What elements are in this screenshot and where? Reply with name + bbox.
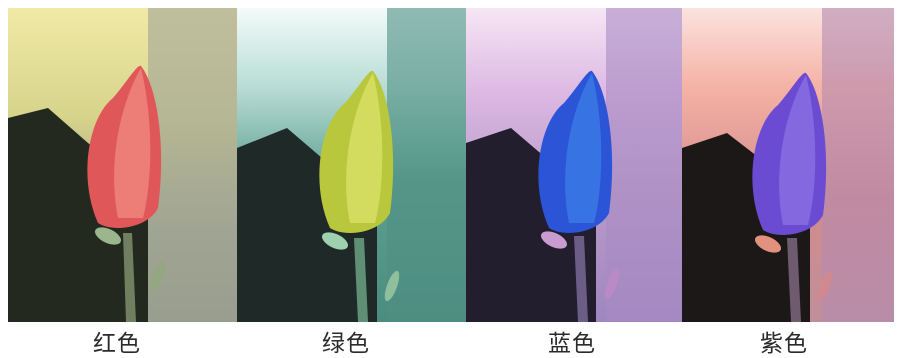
caption-green: 绿色 [322,331,370,357]
panel-purple [682,8,894,322]
green-magnolia-photo [237,8,467,322]
blue-magnolia-photo [466,8,683,322]
caption-blue: 蓝色 [548,331,596,357]
panel-blue [466,8,683,322]
red-magnolia-photo [8,8,238,322]
flower-color-strip [8,8,894,322]
panel-red [8,8,238,322]
caption-red: 红色 [93,331,141,357]
panel-green [237,8,467,322]
caption-purple: 紫色 [760,331,808,357]
purple-magnolia-photo [682,8,894,322]
